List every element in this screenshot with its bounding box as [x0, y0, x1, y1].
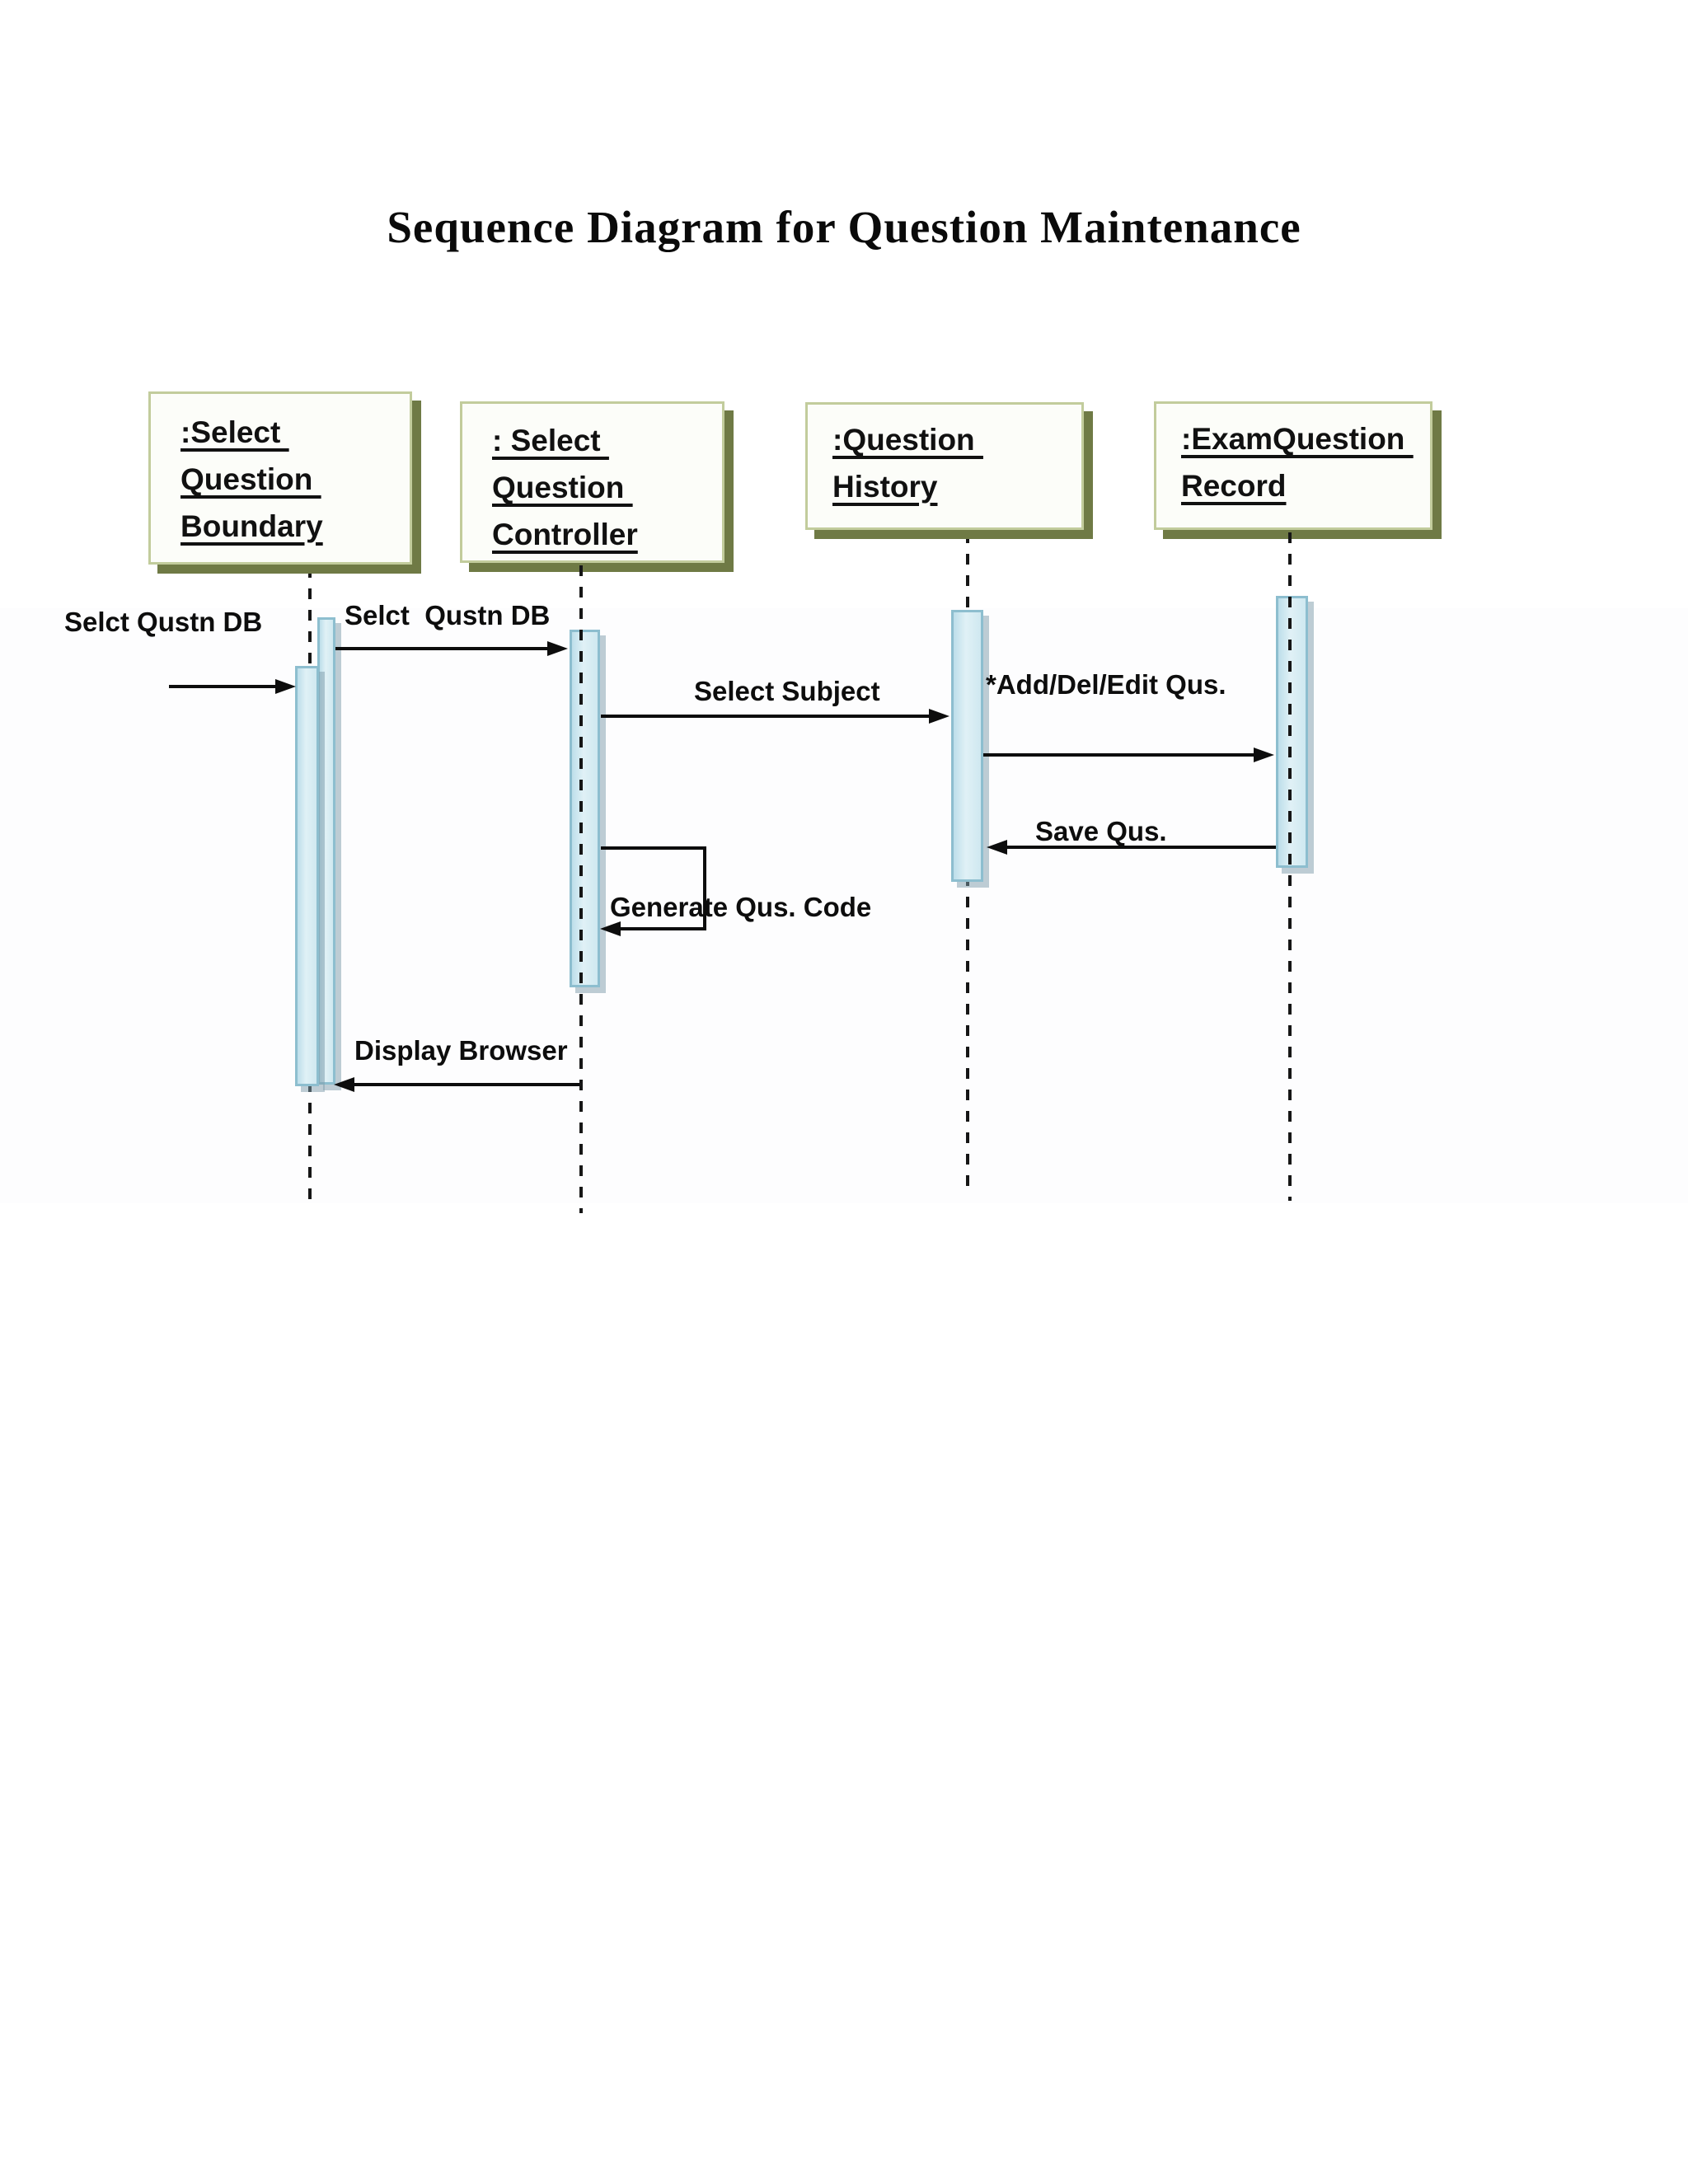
self-message-side-line: [703, 846, 706, 930]
activation-controller: [570, 630, 600, 987]
activation-record: [1276, 596, 1308, 868]
lifeline-select-question-controller: [579, 565, 583, 1213]
actor-box-question-history: :Question History: [805, 402, 1084, 530]
arrowhead-left-icon: [334, 1077, 354, 1092]
arrowhead-left-icon: [600, 921, 621, 936]
message-arrow-line: [169, 685, 276, 688]
message-arrow-line: [335, 647, 548, 650]
activation-boundary-outer: [295, 666, 319, 1086]
message-label-select-subject: Select Subject: [694, 676, 880, 706]
actor-box-select-question-controller: : Select Question Controller: [460, 401, 724, 563]
message-label-add-del-edit-qus: *Add/Del/Edit Qus.: [986, 669, 1226, 700]
arrowhead-right-icon: [929, 709, 950, 724]
message-arrow-line: [983, 753, 1254, 757]
self-message-bottom-line: [621, 927, 706, 930]
message-arrow-line: [1007, 846, 1276, 849]
message-label-selct-qustn-db-1: Selct Qustn DB: [64, 607, 263, 637]
actor-box-select-question-boundary: :Select Question Boundary: [148, 391, 412, 565]
message-label-save-qus: Save Qus.: [1035, 816, 1167, 846]
actor-label-line: Controller: [492, 518, 638, 551]
actor-box-exam-question-record: :ExamQuestion Record: [1154, 401, 1432, 530]
actor-label-line: Question: [492, 471, 633, 504]
actor-label-line: :ExamQuestion: [1181, 422, 1414, 456]
page-shade: [0, 608, 1688, 1203]
activation-history: [951, 610, 983, 882]
message-arrow-line: [354, 1083, 579, 1086]
actor-label-line: :Question: [832, 423, 983, 457]
actor-label-line: : Select: [492, 424, 609, 457]
arrowhead-right-icon: [1254, 748, 1274, 762]
actor-label-line: :Select: [181, 415, 289, 449]
message-label-generate-qus-code: Generate Qus. Code: [610, 892, 872, 922]
lifeline-exam-question-record: [1288, 532, 1292, 1201]
arrowhead-left-icon: [987, 840, 1007, 855]
actor-label-line: Question: [181, 462, 321, 496]
message-label-selct-qustn-db-2: Selct Qustn DB: [345, 600, 551, 630]
diagram-title: Sequence Diagram for Question Maintenanc…: [387, 202, 1301, 252]
message-label-display-browser: Display Browser: [354, 1035, 568, 1066]
actor-label-line: Record: [1181, 469, 1287, 503]
message-arrow-line: [601, 715, 930, 718]
actor-label-line: Boundary: [181, 509, 323, 543]
arrowhead-right-icon: [275, 679, 296, 694]
self-message-top-line: [601, 846, 706, 850]
arrowhead-right-icon: [547, 641, 568, 656]
activation-boundary-inner: [317, 617, 335, 1085]
actor-label-line: History: [832, 470, 938, 504]
